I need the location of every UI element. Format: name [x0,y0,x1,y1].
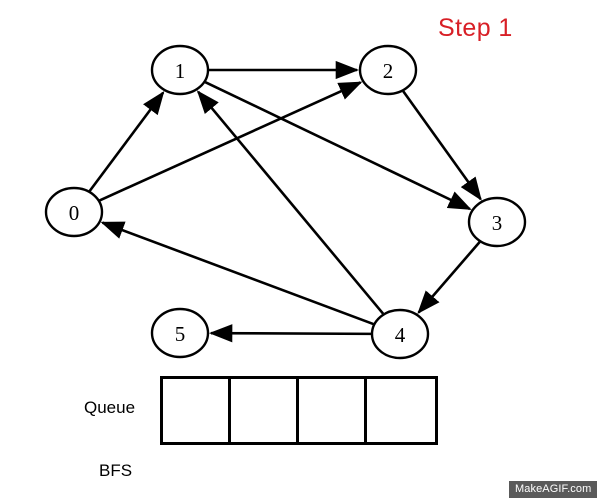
graph-node-circle-5[interactable] [150,307,210,359]
queue-cell-3[interactable] [367,379,435,442]
queue-cell-0[interactable] [163,379,231,442]
graph-node-label-5: 5 [175,322,186,346]
graph-node-circle-4[interactable] [370,308,430,360]
graph-edges [88,60,482,343]
watermark: MakeAGIF.com [509,481,598,498]
algorithm-label: BFS [99,461,133,480]
graph-edge-4-to-1 [196,90,385,315]
graph-node-label-3: 3 [492,211,503,235]
graph-edge-3-to-4 [417,241,481,315]
graph-edge-2-to-3 [402,90,482,201]
graph-node-1[interactable]: 1 [150,44,210,96]
graph-edge-4-to-5 [208,324,372,343]
queue-cell-2[interactable] [299,379,367,442]
queue-label: Queue [84,398,136,417]
graph-node-circle-0[interactable] [44,186,104,238]
page-title: Step 1 [438,14,513,42]
graph-node-3[interactable]: 3 [467,196,527,248]
graph-edge-0-to-1 [88,90,165,192]
graph-node-label-4: 4 [395,323,406,347]
queue-cell-1[interactable] [231,379,299,442]
graph-node-label-0: 0 [69,201,80,225]
graph-node-0[interactable]: 0 [44,186,104,238]
graph-edge-1-to-3 [204,80,472,211]
graph-node-circle-1[interactable] [150,44,210,96]
graph-node-2[interactable]: 2 [358,44,418,96]
graph-edge-4-to-0 [100,221,374,326]
graph-node-5[interactable]: 5 [150,307,210,359]
graph-edge-0-to-2 [99,81,363,202]
graph-node-label-1: 1 [175,59,186,83]
graph-nodes: 0 1 2 3 4 5 [44,44,527,360]
graph-node-label-2: 2 [383,59,394,83]
queue-container [160,376,438,445]
graph-node-4[interactable]: 4 [370,308,430,360]
graph-node-circle-2[interactable] [358,44,418,96]
graph-node-circle-3[interactable] [467,196,527,248]
